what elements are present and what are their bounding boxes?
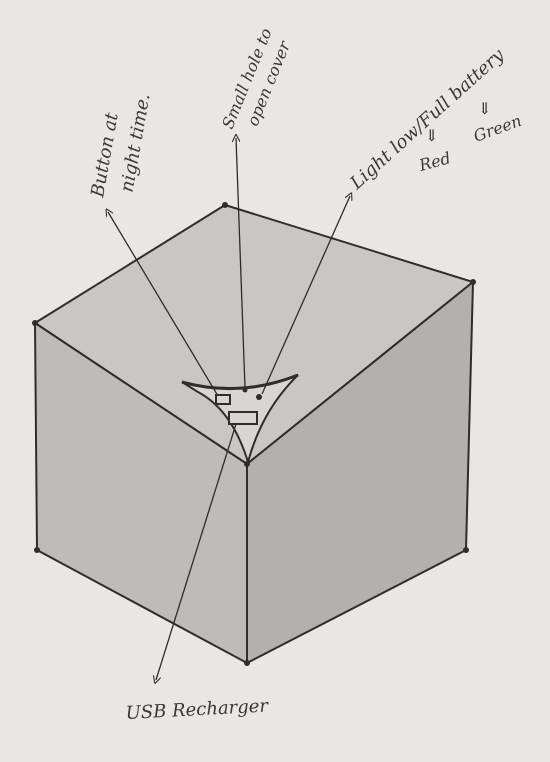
arrow-button: [108, 212, 219, 397]
arrow-usb: [156, 423, 237, 680]
cube-vertices: [32, 202, 476, 666]
panel-edge: [181, 373, 299, 390]
red-arrow-glyph: ⇓: [425, 126, 438, 145]
usb-port: [228, 411, 258, 425]
night-button: [215, 394, 231, 405]
open-cover-hole: [242, 387, 248, 393]
arrow-small-hole: [236, 138, 246, 389]
indicator-light: [256, 394, 262, 400]
green-arrow-glyph: ⇓: [478, 99, 491, 118]
arrow-light: [261, 196, 350, 395]
